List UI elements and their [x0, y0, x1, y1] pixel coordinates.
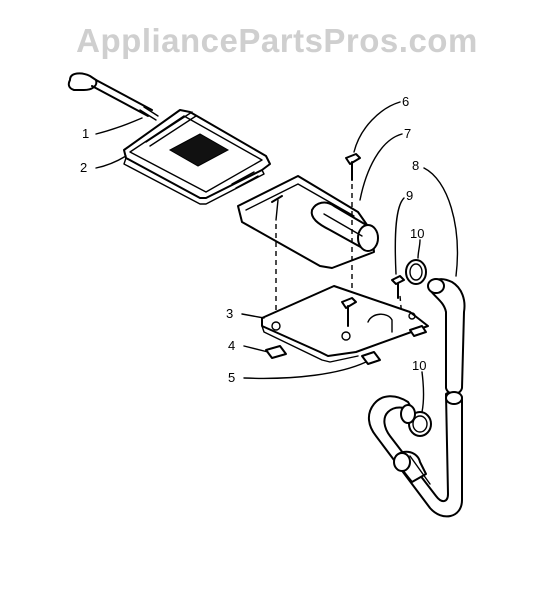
part-4-clip [265, 345, 287, 359]
part-2-cover [123, 109, 271, 205]
callout-5: 5 [228, 370, 235, 385]
callout-1: 1 [82, 126, 89, 141]
callout-10-upper: 10 [410, 226, 424, 241]
site-watermark: AppliancePartsPros.com [76, 22, 478, 59]
part-8-hose [368, 278, 466, 518]
part-7-vent-body [237, 175, 379, 269]
base-screw [341, 297, 357, 327]
callout-labels: 1 2 3 4 5 6 7 8 9 10 10 [80, 94, 426, 385]
part-10-upper-clamp [405, 259, 427, 285]
leader-lines [95, 101, 459, 413]
callout-9: 9 [406, 188, 413, 203]
callout-8: 8 [412, 158, 419, 173]
part-3-base-plate [261, 285, 429, 363]
callout-10-lower: 10 [412, 358, 426, 373]
callout-2: 2 [80, 160, 87, 175]
part-1-handle [67, 72, 159, 121]
part-6-screw [345, 153, 361, 181]
callout-6: 6 [402, 94, 409, 109]
callout-3: 3 [226, 306, 233, 321]
callout-4: 4 [228, 338, 235, 353]
callout-7: 7 [404, 126, 411, 141]
part-9-screw [391, 275, 405, 299]
